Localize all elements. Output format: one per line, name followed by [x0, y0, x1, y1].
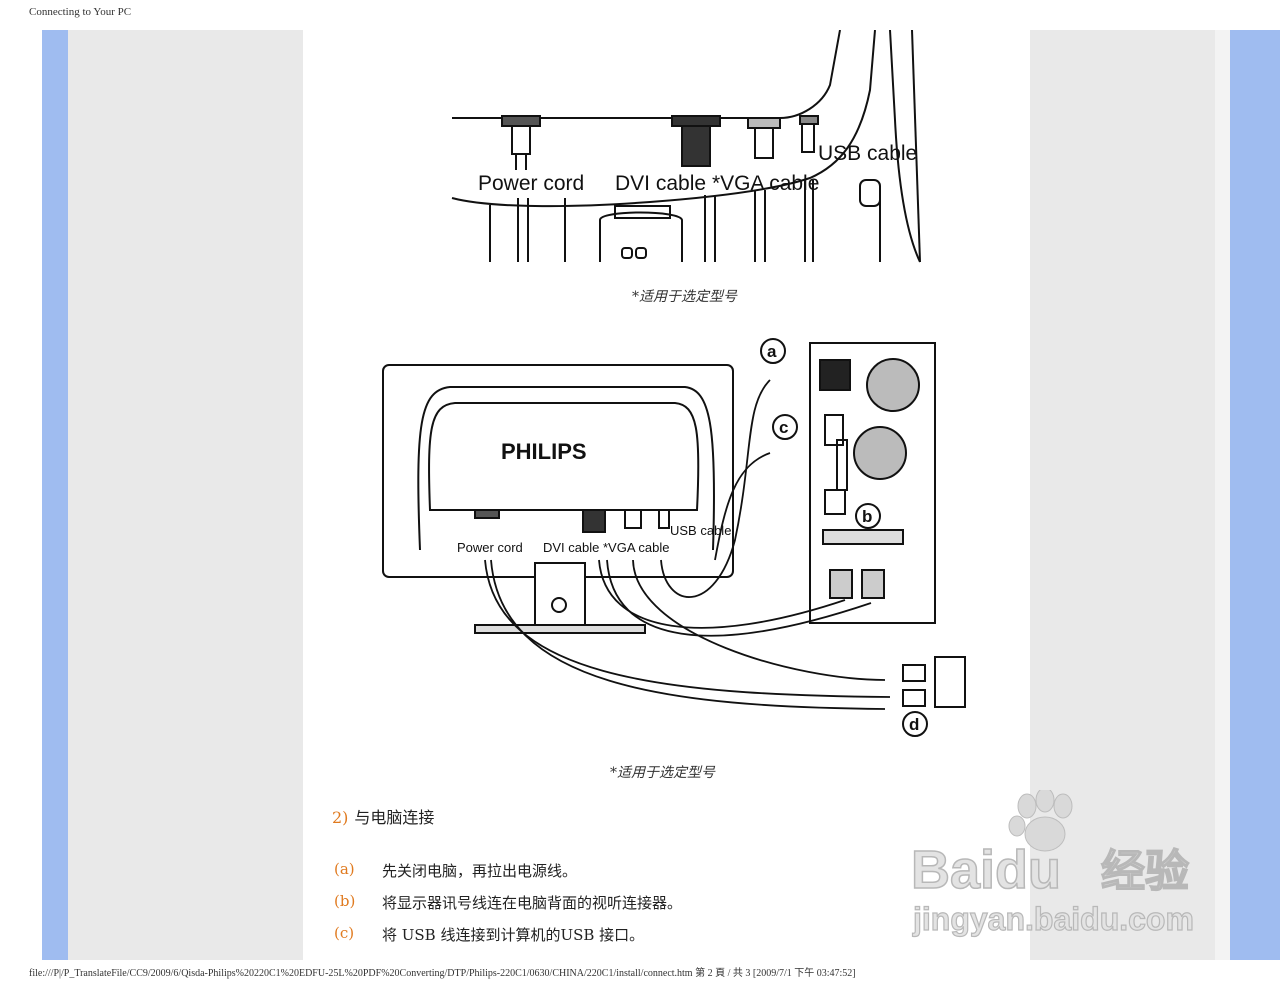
section-title-text: 与电脑连接 — [354, 808, 435, 827]
monitor-brand-logo: PHILIPS — [501, 439, 587, 464]
label-usb-cable: USB cable — [818, 142, 917, 165]
watermark-url: jingyan.baidu.com — [912, 901, 1194, 937]
step-label: (b) — [334, 892, 356, 910]
section-heading: 2) 与电脑连接 — [332, 804, 434, 828]
left-frame-bar — [42, 30, 68, 960]
list-item: (a) 先关闭电脑，再拉出电源线。 — [334, 860, 974, 892]
watermark-brand: Baidu — [911, 840, 1061, 900]
fig2-label-dvi-cable: DVI cable — [543, 540, 599, 555]
step-label: (a) — [334, 860, 355, 878]
label-power-cord: Power cord — [478, 172, 584, 195]
callout-d: d — [909, 715, 919, 734]
figure1-caption: *适用于选定型号 — [632, 289, 737, 305]
page-footer: file:///P|/P_TranslateFile/CC9/2009/6/Qi… — [29, 968, 856, 979]
callout-a: a — [767, 342, 777, 361]
step-text: 将 USB 线连接到计算机的USB 接口。 — [382, 926, 645, 944]
list-item: (b) 将显示器讯号线连在电脑背面的视听连接器。 — [334, 892, 974, 924]
page-header: Connecting to Your PC — [29, 6, 132, 18]
step-label: (c) — [334, 924, 355, 942]
right-frame-bar — [1230, 30, 1280, 960]
step-text: 将显示器讯号线连在电脑背面的视听连接器。 — [382, 894, 683, 912]
figure-pc-connection: PHILIPS Power cord DVI cable *VGA cable … — [382, 338, 966, 737]
fig2-label-power-cord: Power cord — [457, 540, 523, 555]
label-vga-cable: *VGA cable — [712, 172, 819, 195]
baidu-jingyan-watermark: Baidu 经验 jingyan.baidu.com — [910, 790, 1195, 938]
callout-b: b — [862, 507, 872, 526]
step-text: 先关闭电脑，再拉出电源线。 — [382, 862, 578, 880]
figure2-caption: *适用于选定型号 — [610, 765, 715, 781]
callout-c: c — [779, 418, 788, 437]
section-number: 2) — [332, 808, 349, 827]
label-dvi-cable: DVI cable — [615, 172, 706, 195]
fig2-label-usb-cable: USB cable — [670, 523, 731, 538]
figure-connector-closeup: Power cord DVI cable *VGA cable USB cabl… — [451, 30, 921, 263]
left-margin — [68, 30, 303, 960]
right-frame-band — [1215, 30, 1230, 960]
step-list: (a) 先关闭电脑，再拉出电源线。 (b) 将显示器讯号线连在电脑背面的视听连接… — [334, 860, 974, 956]
fig2-label-vga-cable: *VGA cable — [603, 540, 670, 555]
watermark-product: 经验 — [1101, 847, 1189, 896]
list-item: (c) 将 USB 线连接到计算机的USB 接口。 — [334, 924, 974, 956]
